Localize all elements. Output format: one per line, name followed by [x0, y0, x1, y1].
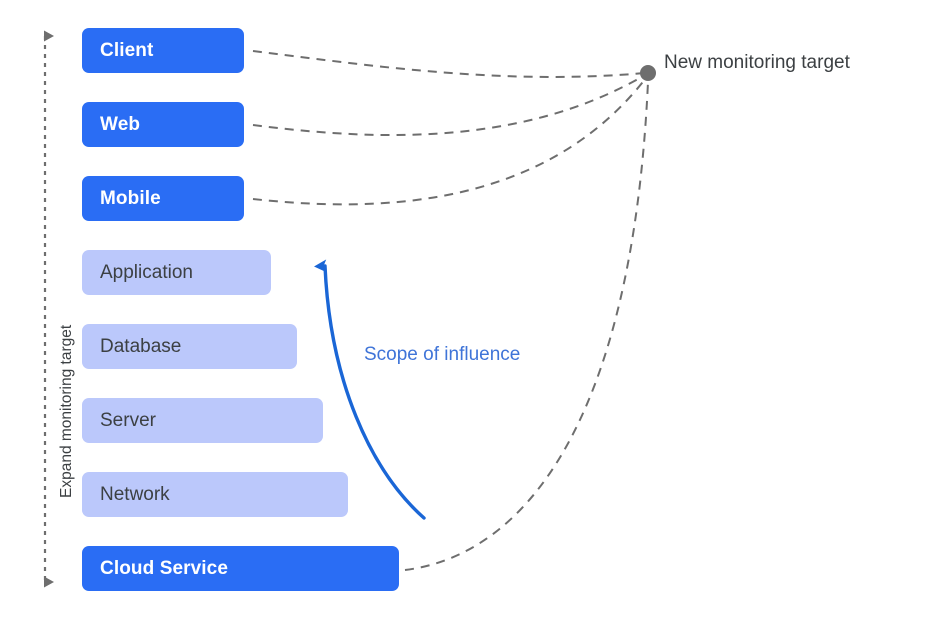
layer-box-application[interactable]: Application	[82, 250, 271, 295]
layer-box-network[interactable]: Network	[82, 472, 348, 517]
scope-of-influence-label: Scope of influence	[364, 344, 521, 365]
connector-mobile-to-target	[252, 77, 647, 206]
connector-cloud-service-to-target	[404, 81, 649, 571]
layer-box-cloud-service[interactable]: Cloud Service	[82, 546, 399, 591]
new-monitoring-target-label: New monitoring target	[664, 52, 850, 73]
layer-label: Cloud Service	[100, 557, 229, 579]
layer-label: Network	[100, 483, 170, 505]
connector-client-to-target	[252, 50, 646, 78]
layer-box-web[interactable]: Web	[82, 102, 244, 147]
connector-web-to-target	[252, 74, 646, 137]
layer-box-mobile[interactable]: Mobile	[82, 176, 244, 221]
new-monitoring-target-dot[interactable]	[640, 65, 656, 81]
axis-label-expand-monitoring-target: Expand monitoring target	[58, 324, 75, 498]
layer-label: Application	[100, 261, 193, 283]
layer-box-database[interactable]: Database	[82, 324, 297, 369]
layer-box-server[interactable]: Server	[82, 398, 323, 443]
layer-label: Database	[100, 335, 182, 357]
layer-label: Server	[100, 409, 156, 431]
layer-label: Client	[100, 39, 154, 61]
layer-label: Mobile	[100, 187, 161, 209]
layer-label: Web	[100, 113, 141, 135]
layer-box-client[interactable]: Client	[82, 28, 244, 73]
